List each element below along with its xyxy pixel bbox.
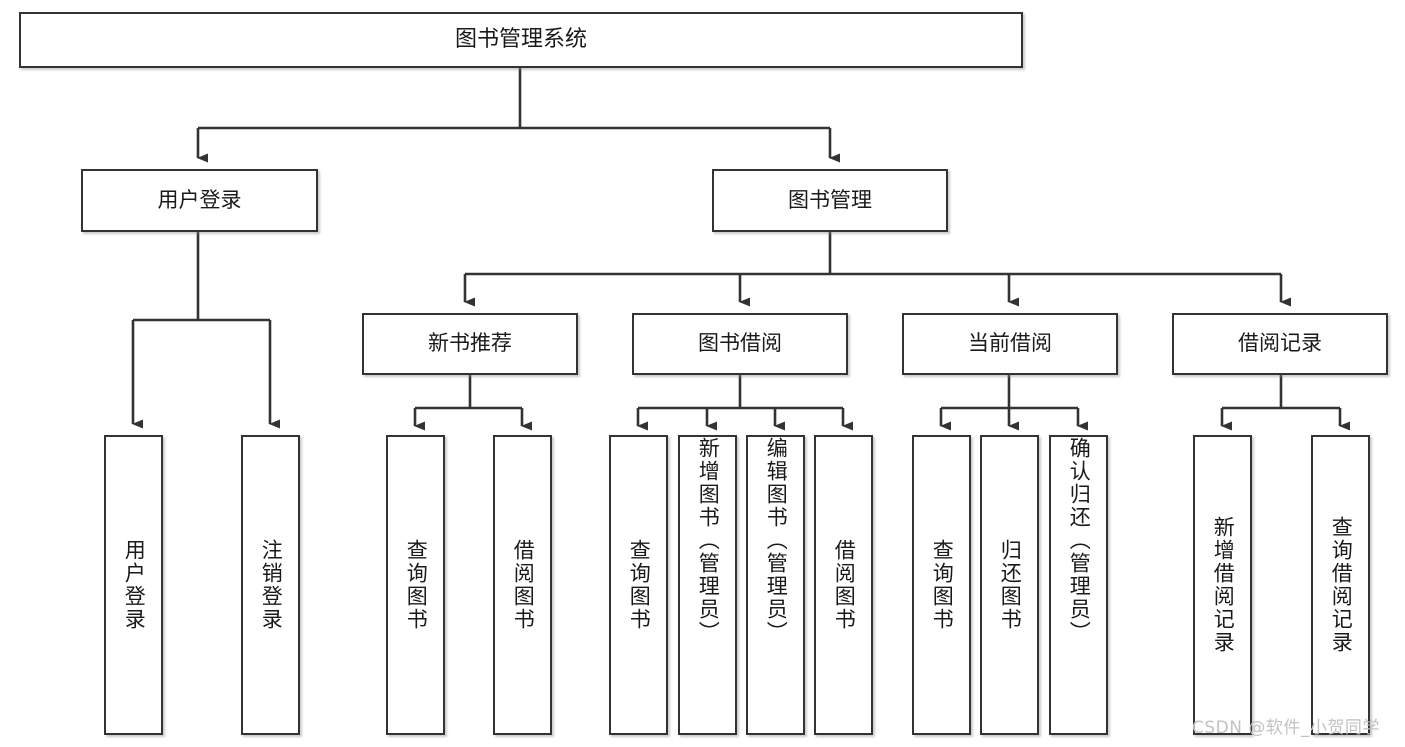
node-user-login[interactable]: 用户登录 xyxy=(81,169,318,232)
node-label: 确认归还（管理员） xyxy=(1067,437,1092,644)
node-leaf-query-book-current[interactable]: 查询图书 xyxy=(912,435,971,735)
node-leaf-edit-book-admin[interactable]: 编辑图书（管理员） xyxy=(746,435,805,735)
node-label: 图书管理 xyxy=(788,187,872,212)
node-current-borrowing[interactable]: 当前借阅 xyxy=(902,313,1118,375)
node-label: 新增图书（管理员） xyxy=(696,437,721,644)
node-leaf-query-book-borrow[interactable]: 查询图书 xyxy=(609,435,668,735)
node-borrowing-records[interactable]: 借阅记录 xyxy=(1172,313,1388,375)
node-label: 新增借阅记录 xyxy=(1211,516,1236,654)
node-label: 图书管理系统 xyxy=(454,26,587,52)
node-leaf-borrow-book-recommend[interactable]: 借阅图书 xyxy=(493,435,552,735)
node-leaf-query-book-recommend[interactable]: 查询图书 xyxy=(386,435,445,735)
node-leaf-borrow-book[interactable]: 借阅图书 xyxy=(814,435,873,735)
node-label: 借阅图书 xyxy=(511,539,536,631)
node-label: 新书推荐 xyxy=(428,331,512,356)
node-leaf-confirm-return-admin[interactable]: 确认归还（管理员） xyxy=(1049,435,1108,735)
node-label: 归还图书 xyxy=(998,539,1023,631)
node-leaf-user-logout[interactable]: 注销登录 xyxy=(241,435,300,735)
node-label: 图书借阅 xyxy=(698,331,782,356)
node-root-book-management-system[interactable]: 图书管理系统 xyxy=(19,12,1023,68)
node-label: 编辑图书（管理员） xyxy=(764,437,789,644)
node-label: 当前借阅 xyxy=(968,331,1052,356)
node-label: 借阅图书 xyxy=(832,539,857,631)
node-leaf-add-borrow-record[interactable]: 新增借阅记录 xyxy=(1193,435,1252,735)
node-label: 查询图书 xyxy=(627,539,652,631)
node-label: 注销登录 xyxy=(259,539,284,631)
node-leaf-query-borrow-record[interactable]: 查询借阅记录 xyxy=(1311,435,1370,735)
node-new-book-recommendation[interactable]: 新书推荐 xyxy=(362,313,578,375)
node-label: 查询图书 xyxy=(404,539,429,631)
node-label: 查询借阅记录 xyxy=(1329,516,1354,654)
node-book-management[interactable]: 图书管理 xyxy=(712,169,948,232)
node-leaf-add-book-admin[interactable]: 新增图书（管理员） xyxy=(678,435,737,735)
node-label: 用户登录 xyxy=(122,539,147,631)
node-label: 用户登录 xyxy=(157,187,242,212)
node-leaf-user-login[interactable]: 用户登录 xyxy=(104,435,163,735)
node-label: 查询图书 xyxy=(930,539,955,631)
node-leaf-return-book[interactable]: 归还图书 xyxy=(980,435,1039,735)
node-label: 借阅记录 xyxy=(1238,331,1322,356)
node-book-borrowing[interactable]: 图书借阅 xyxy=(632,313,848,375)
